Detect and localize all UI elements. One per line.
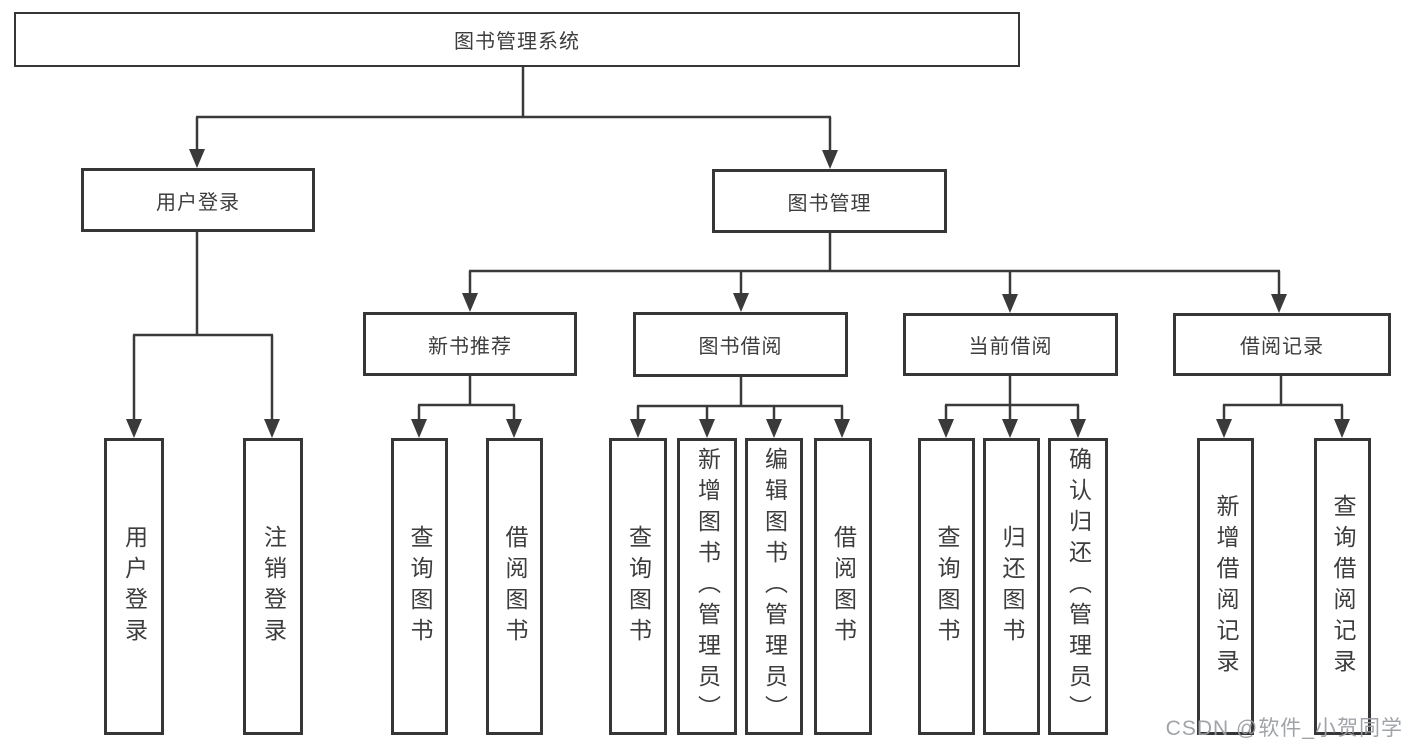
leaf-borrow-edit-books-admin-label: 编辑图书（管理员） (761, 447, 788, 726)
node-root: 图书管理系统 (14, 12, 1020, 67)
leaf-borrow-borrow-books: 借阅图书 (814, 438, 872, 735)
node-new-book-recommend: 新书推荐 (363, 312, 577, 376)
leaf-current-confirm-return-admin: 确认归还（管理员） (1048, 438, 1108, 735)
leaf-current-return-books: 归还图书 (983, 438, 1040, 735)
node-current-borrow-label: 当前借阅 (968, 336, 1053, 358)
csdn-watermark: CSDN @软件_小贺同学 (1165, 717, 1403, 740)
leaf-records-query-borrow-record-label: 查询借阅记录 (1330, 493, 1356, 680)
leaf-borrow-add-books-admin-label: 新增图书（管理员） (694, 447, 721, 726)
leaf-newrec-query-books: 查询图书 (391, 438, 448, 735)
node-new-book-recommend-label: 新书推荐 (428, 335, 512, 358)
leaf-records-add-borrow-record: 新增借阅记录 (1197, 438, 1254, 735)
leaf-records-add-borrow-record-label: 新增借阅记录 (1213, 493, 1239, 680)
leaf-current-confirm-return-admin-label: 确认归还（管理员） (1065, 447, 1092, 726)
node-book-borrow: 图书借阅 (633, 312, 848, 377)
leaf-logout-login-label: 注销登录 (260, 524, 287, 649)
arrowheads (126, 149, 1350, 438)
leaf-current-query-books-label: 查询图书 (934, 524, 960, 649)
leaf-user-login-label: 用户登录 (121, 524, 148, 649)
node-book-management: 图书管理 (712, 169, 947, 233)
leaf-current-query-books: 查询图书 (918, 438, 975, 735)
leaf-borrow-query-books: 查询图书 (609, 438, 667, 735)
leaf-logout-login: 注销登录 (243, 438, 303, 735)
leaf-newrec-borrow-books: 借阅图书 (486, 438, 543, 735)
leaf-current-return-books-label: 归还图书 (999, 524, 1025, 649)
node-user-login: 用户登录 (81, 168, 315, 232)
node-current-borrow: 当前借阅 (903, 313, 1118, 376)
leaf-newrec-query-books-label: 查询图书 (407, 524, 433, 649)
leaf-user-login: 用户登录 (104, 438, 164, 735)
leaf-borrow-add-books-admin: 新增图书（管理员） (677, 438, 737, 735)
leaf-borrow-borrow-books-label: 借阅图书 (830, 524, 857, 649)
leaf-borrow-query-books-label: 查询图书 (625, 524, 652, 649)
leaf-borrow-edit-books-admin: 编辑图书（管理员） (745, 438, 803, 735)
node-book-borrow-label: 图书借阅 (698, 336, 783, 358)
node-borrow-records: 借阅记录 (1173, 313, 1391, 376)
node-borrow-records-label: 借阅记录 (1240, 336, 1324, 358)
leaf-records-query-borrow-record: 查询借阅记录 (1314, 438, 1371, 735)
node-user-login-label: 用户登录 (156, 191, 240, 214)
node-root-label: 图书管理系统 (454, 31, 580, 53)
node-book-management-label: 图书管理 (787, 192, 872, 215)
leaf-newrec-borrow-books-label: 借阅图书 (502, 524, 528, 649)
